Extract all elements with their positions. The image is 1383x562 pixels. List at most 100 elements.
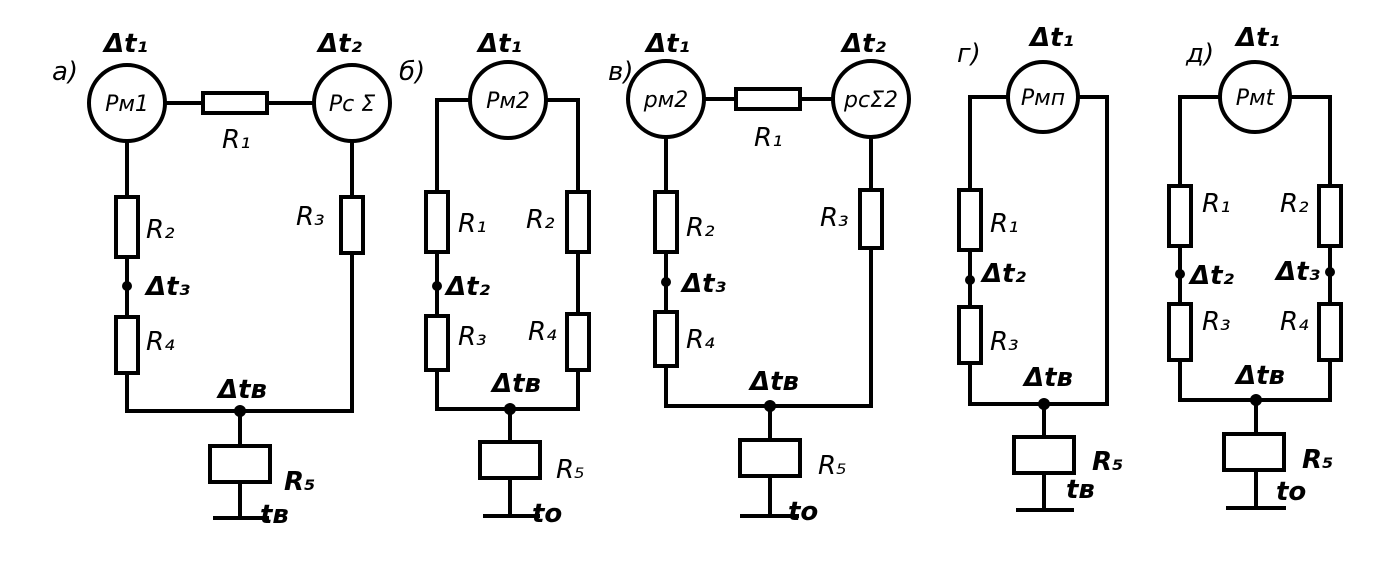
bottom-dt: Δtв xyxy=(748,367,799,397)
source-node-left xyxy=(87,63,167,143)
source-node xyxy=(1006,60,1080,134)
diagram-a-top-right-dt: Δt₂ xyxy=(316,29,363,59)
resistor-r1-label: R₁ xyxy=(990,209,1019,239)
diagram-a-letter: а) xyxy=(52,57,78,87)
source-node-left xyxy=(626,59,706,139)
source-label: Pмп xyxy=(1021,86,1065,111)
mid-left-dt: Δt₂ xyxy=(980,259,1027,289)
diagram-d-letter: г) xyxy=(957,39,981,69)
resistor-r4-label: R₄ xyxy=(528,317,557,347)
resistor-r1 xyxy=(1167,184,1193,248)
source-label: Pм2 xyxy=(486,89,530,114)
diagram-e-letter: д) xyxy=(1185,39,1214,69)
resistor-r2 xyxy=(1317,184,1343,248)
diagram-d-top-dt: Δt₁ xyxy=(1028,23,1074,53)
resistor-r1 xyxy=(424,190,450,254)
source-node-right xyxy=(312,63,392,143)
ground-temp: tв xyxy=(260,500,289,530)
source-node xyxy=(1218,60,1292,134)
junction-node xyxy=(1175,269,1185,279)
resistor-r4 xyxy=(114,315,140,375)
diagram-b-top-dt: Δt₁ xyxy=(476,29,522,59)
ground-temp: tв xyxy=(1066,475,1095,505)
resistor-r3 xyxy=(858,188,884,250)
ground-temp: tо xyxy=(532,499,562,529)
diagram-b: б) Δt₁ Pм2 R₁ R₃ R₂ R₄ R₅ Δt₂ Δtв tо xyxy=(399,29,591,529)
resistor-r5 xyxy=(478,440,542,480)
resistor-r5 xyxy=(1012,435,1076,475)
diagram-c-top-right-dt: Δt₂ xyxy=(840,29,887,59)
bottom-dt: Δtв xyxy=(216,375,267,405)
resistor-r2-label: R₂ xyxy=(1280,189,1309,219)
mid-left-dt: Δt₃ xyxy=(680,269,727,299)
diagram-e: д) Δt₁ Pмt R₁ R₃ R₂ R₄ R₅ Δt₂ Δt₃ Δtв tо xyxy=(1167,23,1343,510)
resistor-r3 xyxy=(1167,302,1193,362)
resistor-r2 xyxy=(565,190,591,254)
resistor-r1-label: R₁ xyxy=(1202,189,1231,219)
resistor-r4 xyxy=(653,310,679,368)
resistor-r3-label: R₃ xyxy=(820,203,849,233)
resistor-r1 xyxy=(201,91,269,115)
resistor-r2 xyxy=(114,195,140,259)
resistor-r3 xyxy=(957,305,983,365)
diagram-c-top-left-dt: Δt₁ xyxy=(644,29,690,59)
diagram-a-top-left-dt: Δt₁ xyxy=(102,29,148,59)
resistor-r1 xyxy=(734,87,802,111)
resistor-r5-label: R₅ xyxy=(556,455,585,485)
ground-temp: tо xyxy=(1276,477,1306,507)
resistor-r1 xyxy=(957,188,983,252)
resistor-r3 xyxy=(339,195,365,255)
junction-node xyxy=(764,400,776,412)
bottom-dt: Δtв xyxy=(1022,363,1073,393)
ground-temp: tо xyxy=(788,497,818,527)
junction-node xyxy=(965,275,975,285)
resistor-r4-label: R₄ xyxy=(686,325,715,355)
mid-left-dt: Δt₂ xyxy=(444,272,491,302)
resistor-r4 xyxy=(565,312,591,372)
source-right-label: Pс Σ xyxy=(329,92,375,117)
source-left-label: Pм1 xyxy=(105,92,149,117)
source-node xyxy=(468,60,548,140)
resistor-r5-label: R₅ xyxy=(818,451,847,481)
resistor-r2-label: R₂ xyxy=(526,205,555,235)
resistor-r5-label: R₅ xyxy=(1302,445,1333,475)
junction-node xyxy=(234,405,246,417)
diagram-c-letter: в) xyxy=(608,57,633,87)
mid-right-dt: Δt₃ xyxy=(1274,257,1321,287)
junction-node xyxy=(432,281,442,291)
resistor-r5-label: R₅ xyxy=(1092,447,1123,477)
source-node-right xyxy=(831,59,911,139)
junction-node xyxy=(1325,267,1335,277)
source-left-label: pм2 xyxy=(643,88,689,113)
resistor-r4 xyxy=(1317,302,1343,362)
resistor-r3-label: R₃ xyxy=(1202,307,1231,337)
junction-node xyxy=(661,277,671,287)
resistor-r4-label: R₄ xyxy=(146,327,175,357)
resistor-r3 xyxy=(424,314,450,372)
resistor-r1-label: R₁ xyxy=(458,209,487,239)
bottom-dt: Δtв xyxy=(490,369,541,399)
junction-node xyxy=(122,281,132,291)
resistor-r5 xyxy=(1222,432,1286,472)
mid-left-dt: Δt₃ xyxy=(144,272,191,302)
resistor-r5 xyxy=(738,438,802,478)
resistor-r3-label: R₃ xyxy=(990,327,1019,357)
resistor-r5 xyxy=(208,444,272,484)
resistor-r4-label: R₄ xyxy=(1280,307,1309,337)
resistor-r2 xyxy=(653,190,679,254)
source-right-label: pсΣ2 xyxy=(843,88,898,113)
mid-left-dt: Δt₂ xyxy=(1188,261,1235,291)
resistor-r3-label: R₃ xyxy=(458,322,487,352)
resistor-r1-label: R₁ xyxy=(754,123,783,153)
junction-node xyxy=(1038,398,1050,410)
resistor-r2-label: R₂ xyxy=(146,215,175,245)
source-label: Pмt xyxy=(1236,86,1276,111)
resistor-r3-label: R₃ xyxy=(296,202,325,232)
diagram-e-top-dt: Δt₁ xyxy=(1234,23,1280,53)
bottom-dt: Δtв xyxy=(1234,361,1285,391)
diagram-b-letter: б) xyxy=(399,57,425,87)
diagram-d: г) Δt₁ Pмп R₁ R₃ R₅ Δt₂ Δtв tв xyxy=(957,23,1123,512)
diagram-c: в) Δt₁ Δt₂ pм2 pсΣ2 R₁ R₂ R₄ R₃ R₅ Δt₃ Δ… xyxy=(608,29,911,527)
resistor-r2-label: R₂ xyxy=(686,213,715,243)
